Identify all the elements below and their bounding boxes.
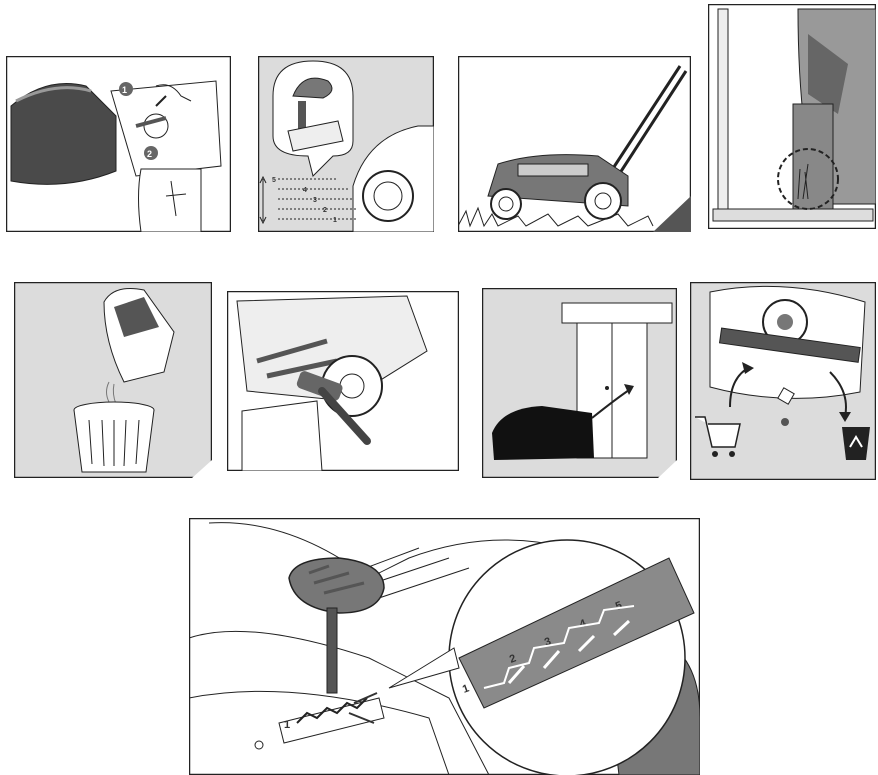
empty-bag-illustration [14,282,212,478]
mowing-illustration [458,56,691,232]
recycle-icon [842,427,870,460]
level-4: 4 [303,187,307,194]
panel-height-lever-detail: 1 1 2 3 4 5 [189,518,700,775]
clean-brush-illustration [227,291,459,471]
replace-blade-illustration [690,282,876,480]
level-5: 5 [272,177,276,184]
level-3: 3 [313,197,317,204]
cutting-height-illustration: 5 4 3 2 1 [258,56,434,232]
level-2: 2 [323,207,327,214]
panel-store-in-shed [482,288,677,478]
panel-empty-bag [14,282,212,478]
step-marker-1: 1 [122,85,127,95]
height-lever-illustration: 1 1 2 3 4 5 [189,518,700,775]
panel-mowing-on-lawn [458,56,691,232]
remove-grass-bag-illustration: 1 2 [6,56,231,232]
panel-clean-with-brush [227,291,459,471]
step-marker-2: 2 [147,149,152,159]
level-1: 1 [333,217,337,224]
panel-remove-grass-bag: 1 2 [6,56,231,232]
store-shed-illustration [482,288,677,478]
panel-replace-blade [690,282,876,480]
panel-inspect-grass [708,4,876,229]
lever-base-label: 1 [284,719,290,731]
panel-cutting-height: 5 4 3 2 1 [258,56,434,232]
inspect-grass-illustration [708,4,876,229]
